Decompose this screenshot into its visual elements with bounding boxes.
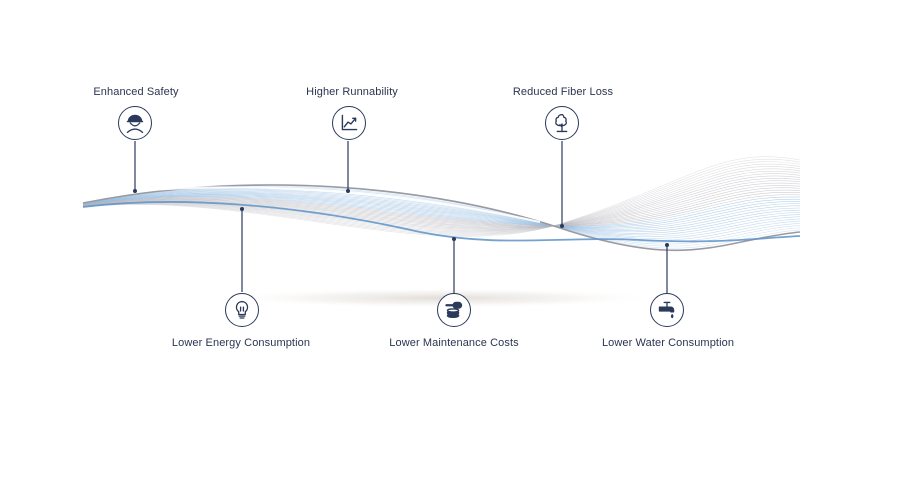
wave-strand [82, 191, 801, 234]
hard-hat-worker-icon [118, 106, 152, 140]
wave-strand [82, 194, 801, 229]
leader-dot-lower-maintenance [452, 237, 456, 241]
leader-dot-lower-energy [240, 207, 244, 211]
label-reduced-fiber-loss: Reduced Fiber Loss [512, 86, 614, 98]
wave-highlight [149, 186, 541, 223]
label-higher-runnability: Higher Runnability [306, 86, 398, 98]
leader-dot-enhanced-safety [133, 189, 137, 193]
leader-dots [133, 189, 669, 247]
wrench-coins-icon [437, 293, 471, 327]
wave-strand [82, 163, 801, 234]
wave-strand [82, 195, 801, 227]
rising-graph-icon [332, 106, 366, 140]
water-tap-icon [650, 293, 684, 327]
wave-strand [82, 192, 801, 233]
label-lower-water-consumption: Lower Water Consumption [601, 337, 735, 349]
leader-dot-reduced-fiber-loss [560, 224, 564, 228]
wave-strand [82, 193, 801, 230]
wave-strand [82, 182, 801, 228]
leader-dot-higher-runnability [346, 189, 350, 193]
wave-strand [82, 161, 801, 235]
wave-blue-edge [82, 201, 801, 243]
wave-strand [82, 166, 801, 233]
wave-top-edge [82, 184, 801, 252]
label-enhanced-safety: Enhanced Safety [93, 86, 179, 98]
wave-strand [82, 195, 801, 228]
wave-strand [82, 180, 801, 229]
label-lower-energy-consumption: Lower Energy Consumption [171, 337, 311, 349]
wave-strand [82, 194, 801, 227]
wave-strand [82, 193, 801, 231]
wave-strand [82, 168, 801, 233]
wave-strand [82, 196, 801, 227]
wave-strand [82, 158, 801, 236]
wave-strand [82, 189, 801, 227]
floor-shadow [220, 288, 660, 308]
wave-ribbon [82, 156, 801, 252]
light-bulb-icon [225, 293, 259, 327]
wave-strand [82, 190, 801, 237]
wave-strand [82, 187, 801, 227]
leader-dot-lower-water [665, 243, 669, 247]
wave-strand [82, 185, 801, 228]
wave-strand [82, 192, 801, 227]
wave-strand [82, 156, 801, 237]
wave-strand [82, 173, 801, 231]
wave-strand [82, 170, 801, 232]
wave-strand [82, 189, 801, 239]
label-lower-maintenance-costs: Lower Maintenance Costs [389, 337, 519, 349]
tree-icon [545, 106, 579, 140]
leader-lines [134, 141, 668, 294]
wave-strand [82, 190, 801, 236]
